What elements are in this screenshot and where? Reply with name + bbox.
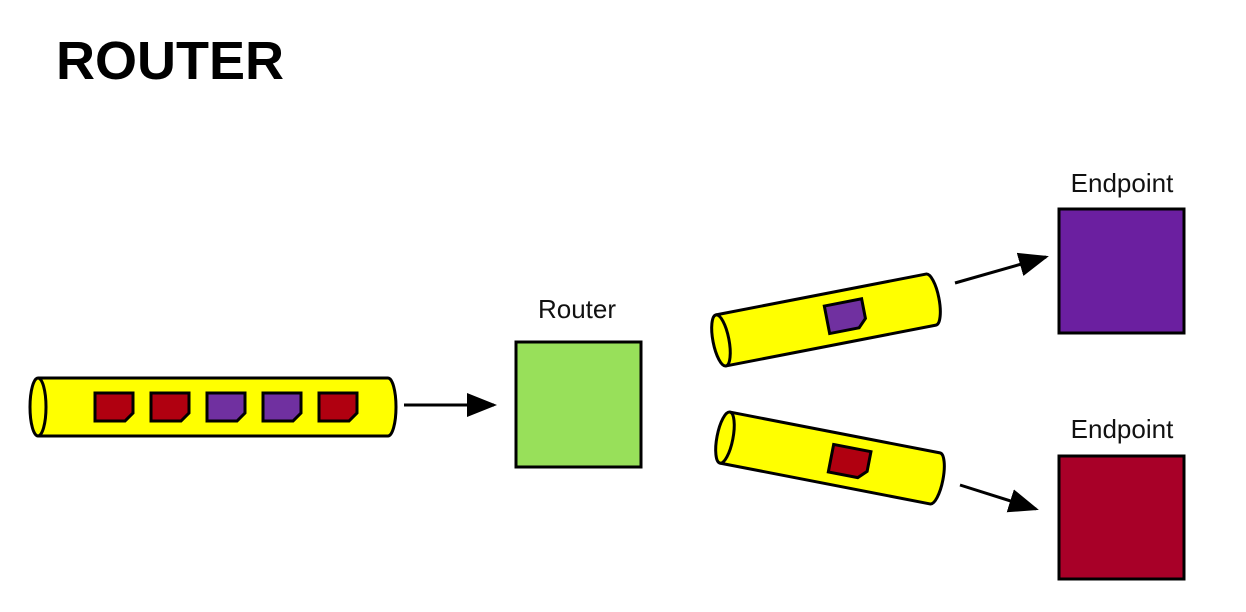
endpoint-1-box[interactable] [1057,207,1186,335]
message-red [826,442,873,480]
router-box[interactable] [514,340,643,469]
endpoint-1-label: Endpoint [1071,168,1174,198]
output-channel-2 [714,410,946,506]
message-red [149,391,191,423]
message-purple [261,391,303,423]
output-channel-1-opening [710,313,732,368]
input-channel-opening [28,376,48,438]
router-label: Router [538,294,616,324]
endpoint-2-label: Endpoint [1071,414,1174,444]
input-channel [28,376,398,438]
arrow-to-endpoint-1 [954,252,1049,285]
output-channel-1 [710,272,942,368]
message-red [317,391,359,423]
message-red [93,391,135,423]
endpoint-2-box[interactable] [1057,454,1186,581]
message-purple [822,297,868,336]
output-channel-2-opening [714,410,736,465]
message-purple [205,391,247,423]
page-title: ROUTER [56,31,284,91]
input-channel-messages [93,391,359,423]
output-channel-2-message [826,442,873,480]
arrow-to-endpoint-2 [959,483,1039,513]
output-channel-1-message [822,297,868,336]
